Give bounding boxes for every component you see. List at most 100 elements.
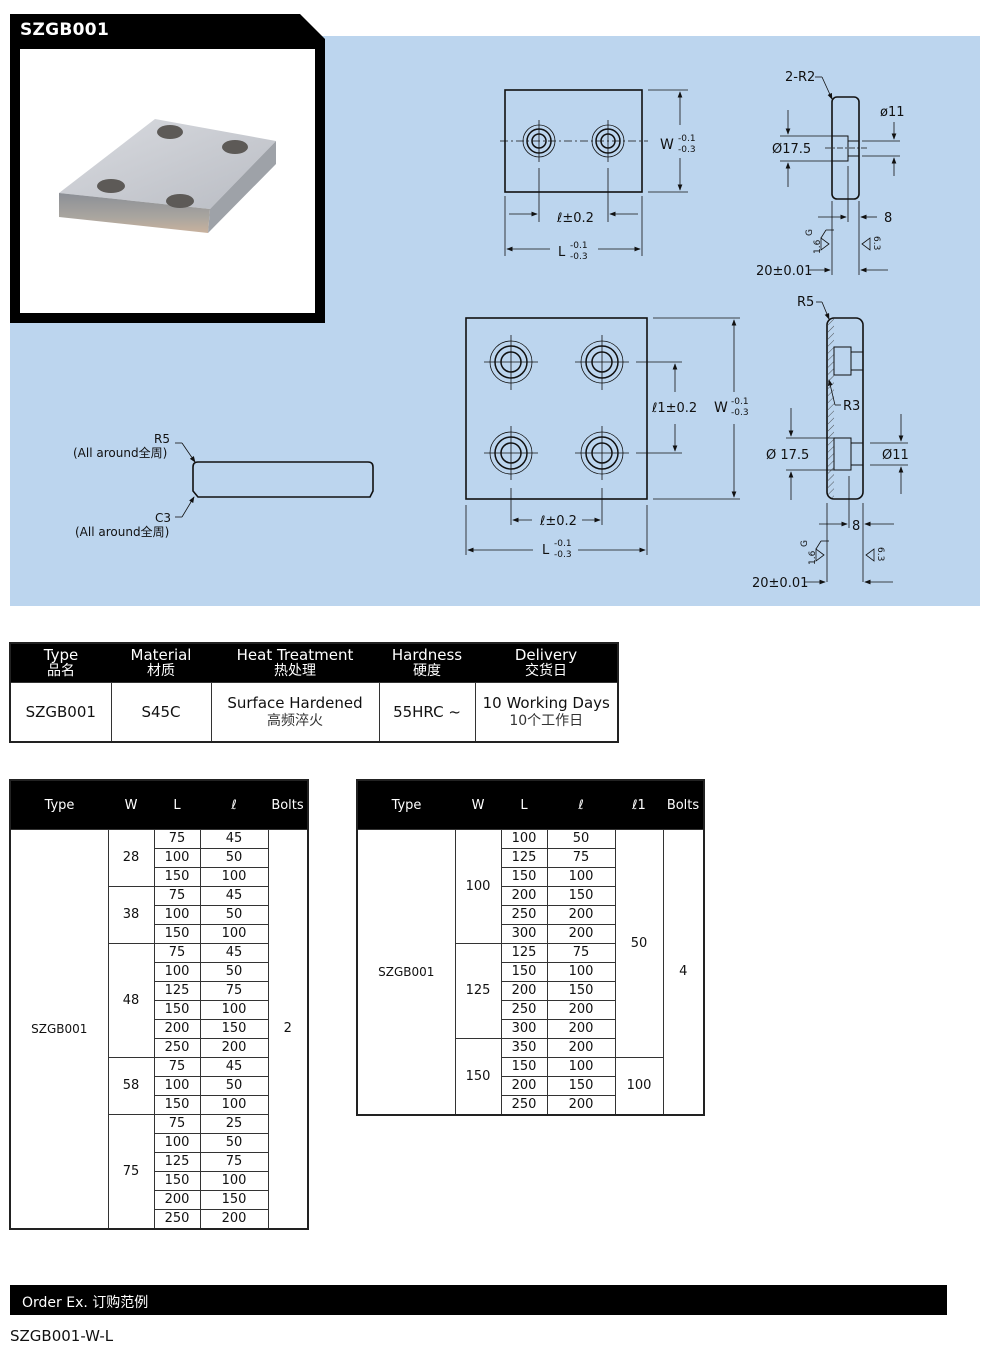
cell-pitch: 100: [199, 1095, 269, 1115]
side-view-2hole: [780, 76, 900, 275]
cell-pitch: 200: [546, 1000, 616, 1020]
cell-w: 28: [107, 829, 155, 887]
cell-w: 100: [454, 829, 502, 944]
cell-l: 75: [153, 943, 201, 963]
cell-l: 150: [153, 1095, 201, 1115]
cell-w: 58: [107, 1057, 155, 1115]
cell-pitch: 200: [546, 924, 616, 944]
cell-l: 250: [500, 905, 548, 925]
column-header: Type: [10, 780, 108, 830]
cell-type: SZGB001: [356, 829, 456, 1116]
roughness-left-value: 1.6: [813, 239, 823, 254]
cell-l: 100: [153, 962, 201, 982]
cell-l: 150: [153, 924, 201, 944]
cell-pitch: 200: [546, 1019, 616, 1039]
cell-l: 350: [500, 1038, 548, 1058]
cell-pitch: 150: [199, 1190, 269, 1210]
cell-pitch: 200: [199, 1209, 269, 1230]
cell-l: 200: [153, 1190, 201, 1210]
column-header: Bolts: [663, 780, 704, 830]
order-example-label: Order Ex. 订购范例: [22, 1295, 149, 1311]
column-header: ℓ: [200, 780, 268, 830]
cell-pitch: 150: [546, 981, 616, 1001]
cell-pitch: 100: [199, 867, 269, 887]
cell-pitch1: 100: [614, 1057, 664, 1116]
pitch-label: ℓ±0.2: [556, 211, 594, 226]
c3-label: C3: [155, 511, 171, 525]
width-label: W: [660, 137, 674, 153]
roughness-symbol: [865, 548, 875, 562]
cell-w: 48: [107, 943, 155, 1058]
cell-pitch: 100: [199, 924, 269, 944]
cell-pitch: 200: [199, 1038, 269, 1058]
r5-label: R5: [154, 432, 170, 446]
roughness-symbol: [820, 237, 830, 251]
top-view-4hole: [465, 317, 740, 555]
cell-l: 75: [153, 1057, 201, 1077]
cell-pitch: 150: [199, 1019, 269, 1039]
length-tol-lower-4hole: -0.3: [554, 550, 572, 560]
c3-note: (All around全周): [75, 524, 169, 539]
cell-pitch: 50: [199, 905, 269, 925]
end-view: [175, 442, 374, 518]
column-header: W: [108, 780, 154, 830]
cell-pitch: 200: [546, 1095, 616, 1116]
roughness-left-grade: G: [805, 229, 815, 236]
cell-pitch: 50: [199, 1133, 269, 1153]
width-label-4hole: W: [714, 400, 728, 416]
r5-note: (All around全周): [73, 445, 167, 460]
plate-photo-illustration: [59, 119, 276, 233]
cell-pitch: 100: [546, 1057, 616, 1077]
pitch1-label: ℓ1±0.2: [651, 401, 697, 416]
cell-w: 150: [454, 1038, 502, 1116]
product-code-title: SZGB001: [20, 20, 110, 40]
cell-hardness: 55HRC ~: [378, 682, 476, 743]
counterbore-hole: [522, 120, 556, 162]
cell-pitch: 45: [199, 829, 269, 849]
cell-w: 75: [107, 1114, 155, 1230]
counterbore-hole: [591, 120, 625, 162]
roughness-right-value-4hole: 6.3: [875, 547, 885, 561]
cell-l: 250: [153, 1209, 201, 1230]
cell-pitch: 100: [546, 962, 616, 982]
roughness-symbol: [815, 548, 825, 562]
cell-w: 38: [107, 886, 155, 944]
cell-pitch1: 50: [614, 829, 664, 1058]
cell-l: 125: [153, 1152, 201, 1172]
cell-pitch: 50: [546, 829, 616, 849]
r3-label: R3: [843, 399, 860, 414]
column-header: L: [154, 780, 200, 830]
length-label-4hole: L: [542, 543, 550, 558]
hole-dia-label-4hole: Ø11: [882, 448, 909, 463]
cell-pitch: 75: [199, 981, 269, 1001]
technical-drawing: W -0.1 -0.3 ℓ±0.2 L -0.1 -0.3 2-R2 ø11 Ø…: [73, 70, 909, 591]
roughness-symbol: [861, 237, 871, 251]
hole-dia-label: ø11: [880, 105, 905, 120]
cell-bolts: 2: [267, 829, 309, 1230]
cell-pitch: 50: [199, 848, 269, 868]
